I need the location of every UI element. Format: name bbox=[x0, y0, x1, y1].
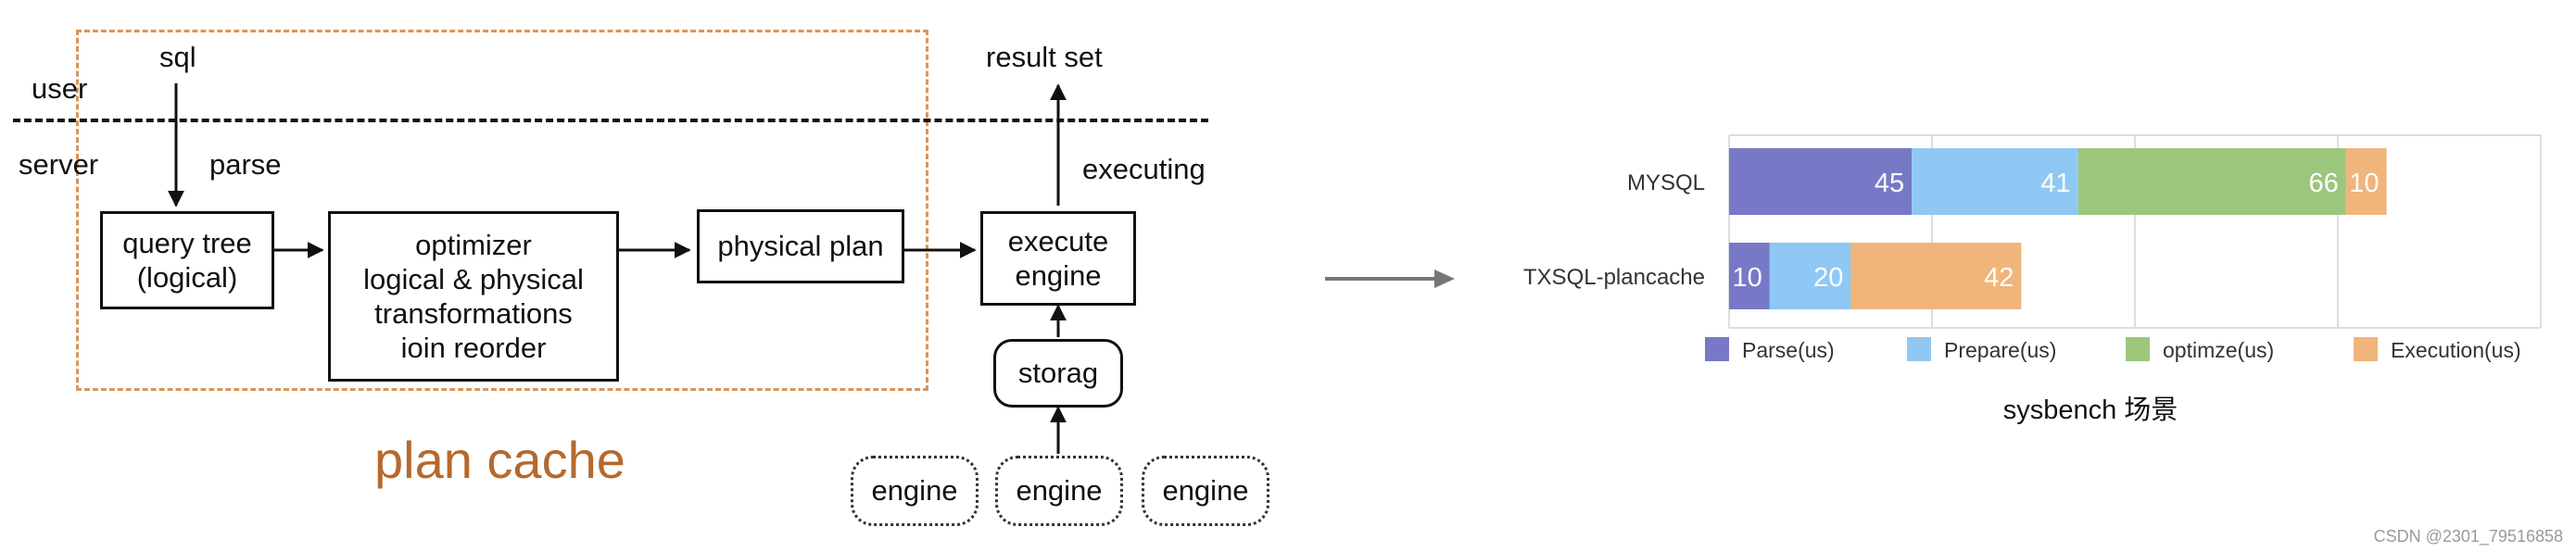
query-tree-line-1: query tree bbox=[122, 226, 252, 259]
execute-engine-box: execute engine bbox=[980, 211, 1136, 306]
engine-pill-3: engine bbox=[1142, 456, 1269, 526]
bar-segment bbox=[2077, 148, 2346, 215]
storage-text: storag bbox=[1017, 357, 1099, 390]
data-label: 10 bbox=[1733, 263, 1762, 293]
chart-caption: sysbench 场景 bbox=[2003, 395, 2178, 425]
optimizer-line-3: transformations bbox=[374, 297, 573, 330]
physical-plan-box: physical plan bbox=[697, 209, 904, 283]
optimizer-line-2: logical & physical bbox=[363, 262, 584, 295]
diagram-arrows bbox=[168, 83, 1067, 454]
category-label: TXSQL-plancache bbox=[1523, 265, 1705, 290]
physical-plan-text: physical plan bbox=[717, 230, 884, 263]
legend-label: Execution(us) bbox=[2391, 338, 2521, 362]
execute-engine-line-2: engine bbox=[1015, 259, 1102, 292]
bar-segment bbox=[1729, 148, 1913, 215]
optimizer-box: optimizer logical & physical transformat… bbox=[328, 211, 619, 382]
optimizer-line-1: optimizer bbox=[415, 228, 532, 261]
bar-segment bbox=[1850, 243, 2022, 309]
plan-cache-region bbox=[76, 30, 928, 391]
engine-pill-1: engine bbox=[851, 456, 979, 526]
optimizer-line-4: ioin reorder bbox=[400, 332, 547, 365]
query-tree-box: query tree (logical) bbox=[100, 211, 274, 309]
engine-label-1: engine bbox=[871, 474, 958, 507]
bar-segment bbox=[1769, 243, 1851, 309]
result-set-label: result set bbox=[986, 41, 1103, 73]
plan-cache-label: plan cache bbox=[374, 431, 625, 489]
data-label: 20 bbox=[1813, 263, 1843, 293]
legend-label: Parse(us) bbox=[1742, 338, 1835, 362]
engine-pill-2: engine bbox=[995, 456, 1123, 526]
legend-swatch bbox=[1705, 337, 1729, 361]
data-label: 66 bbox=[2308, 169, 2338, 198]
legend-swatch bbox=[2354, 337, 2378, 361]
legend-label: Prepare(us) bbox=[1944, 338, 2056, 362]
execute-engine-line-1: execute bbox=[1007, 224, 1109, 257]
transition-arrow bbox=[1325, 270, 1455, 288]
legend-swatch bbox=[2126, 337, 2150, 361]
server-label: server bbox=[19, 148, 99, 181]
user-server-divider bbox=[13, 119, 1208, 122]
user-label: user bbox=[32, 72, 88, 105]
bar-segment bbox=[1729, 243, 1770, 309]
executing-label: executing bbox=[1082, 153, 1206, 185]
data-label: 45 bbox=[1875, 169, 1904, 198]
legend-label: optimze(us) bbox=[2163, 338, 2274, 362]
data-label: 10 bbox=[2349, 169, 2379, 198]
query-tree-line-2: (logical) bbox=[136, 261, 238, 294]
engine-label-3: engine bbox=[1162, 474, 1249, 507]
watermark: CSDN @2301_79516858 bbox=[2373, 527, 2563, 546]
parse-label: parse bbox=[209, 148, 282, 181]
storage-box: storag bbox=[993, 339, 1123, 408]
legend-swatch bbox=[1907, 337, 1931, 361]
engine-label-2: engine bbox=[1016, 474, 1103, 507]
bar-segment bbox=[2345, 148, 2387, 215]
sql-label: sql bbox=[159, 41, 196, 73]
data-label: 42 bbox=[1984, 263, 2014, 293]
data-label: 41 bbox=[2040, 169, 2070, 198]
category-label: MYSQL bbox=[1627, 170, 1705, 195]
bar-segment bbox=[1912, 148, 2078, 215]
